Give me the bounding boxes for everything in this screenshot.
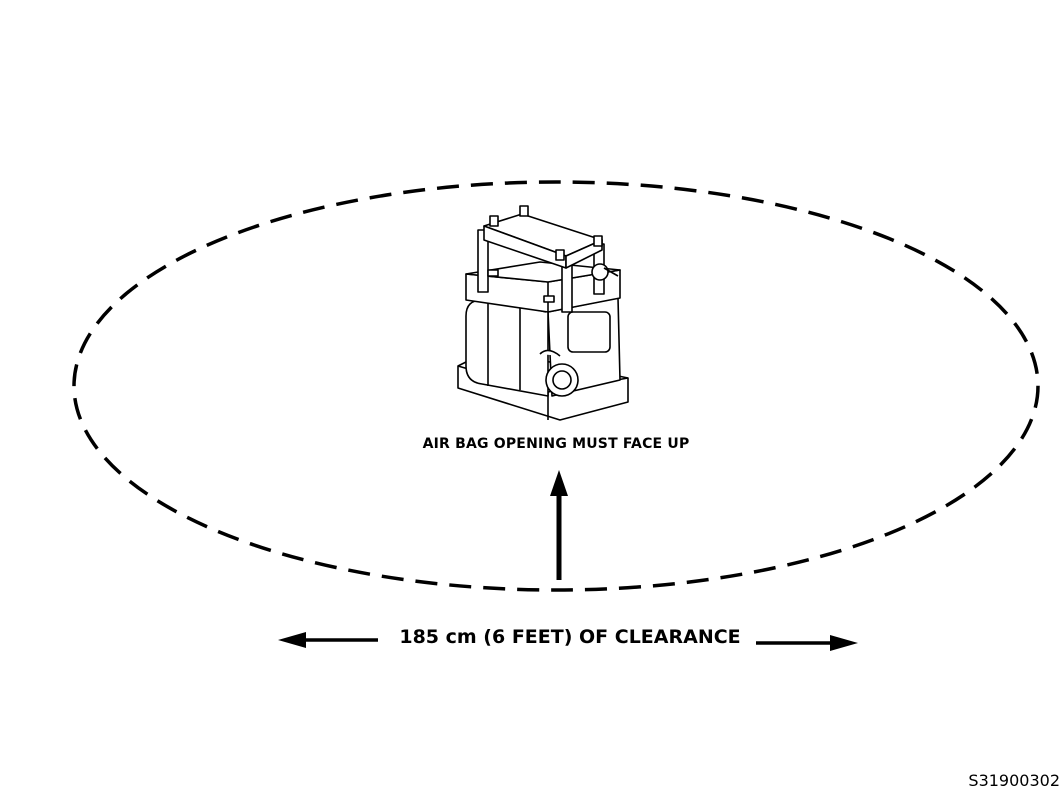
air-bag-orientation-caption: AIR BAG OPENING MUST FACE UP bbox=[422, 436, 690, 452]
figure-id: S31900302 bbox=[968, 771, 1060, 790]
arrow-right-icon bbox=[756, 635, 858, 651]
clearance-label: 185 cm (6 FEET) OF CLEARANCE bbox=[399, 626, 741, 648]
air-bag-module-illustration bbox=[457, 205, 629, 421]
clearance-boundary-ellipse bbox=[72, 180, 1040, 592]
arrow-left-icon bbox=[278, 632, 378, 648]
arrow-up-icon bbox=[550, 470, 568, 580]
